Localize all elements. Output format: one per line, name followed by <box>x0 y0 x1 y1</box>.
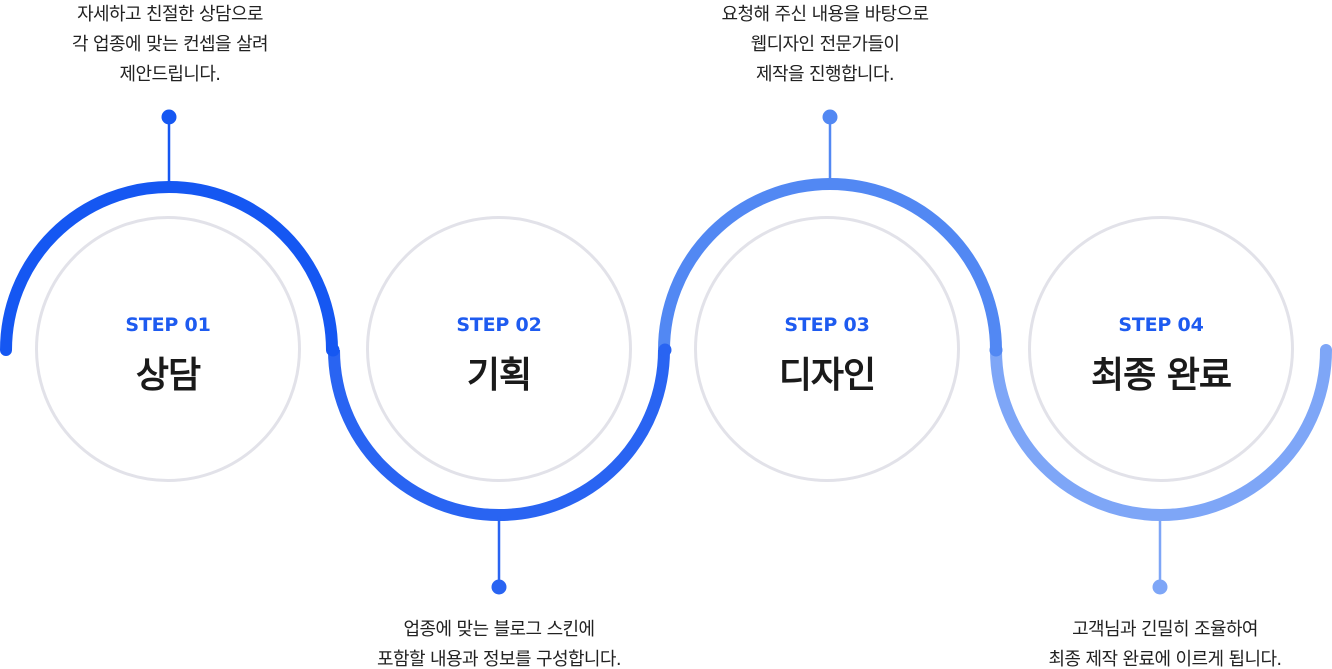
step-title: 기획 <box>466 355 532 396</box>
description-line: 각 업종에 맞는 컨셉을 살려 <box>71 34 269 55</box>
description-line: 웹디자인 전문가들이 <box>750 34 900 55</box>
description-line: 요청해 주신 내용을 바탕으로 <box>721 4 929 25</box>
step-title: 디자인 <box>778 355 876 396</box>
step-circle-4: STEP 04 최종 완료 <box>1028 216 1294 482</box>
description-line: 최종 제작 완료에 이르게 됩니다. <box>1048 649 1282 669</box>
description-line: 업종에 맞는 블로그 스킨에 <box>403 619 596 640</box>
description-line: 고객님과 긴밀히 조율하여 <box>1072 619 1258 640</box>
wave-segment-2 <box>328 349 670 521</box>
step-label: STEP 04 <box>1118 314 1204 336</box>
wave-segment-1 <box>0 181 338 356</box>
step-label: STEP 01 <box>125 314 211 336</box>
description-line: 제작을 진행합니다. <box>756 64 895 85</box>
wave-segment-4 <box>990 344 1332 521</box>
description-line: 자세하고 친절한 상담으로 <box>77 4 263 25</box>
connector-dot-4 <box>1152 579 1168 595</box>
step-circle-1: STEP 01 상담 <box>35 216 301 482</box>
wave-segment-3 <box>658 178 1002 351</box>
step-circle-3: STEP 03 디자인 <box>694 216 960 482</box>
connector-dot-1 <box>161 109 177 125</box>
junction-dot <box>658 343 672 357</box>
step-title: 상담 <box>135 355 201 396</box>
step-description-4: 고객님과 긴밀히 조율하여 최종 제작 완료에 이르게 됩니다. <box>995 615 1332 669</box>
description-line: 포함할 내용과 정보를 구성합니다. <box>377 649 622 669</box>
step-label: STEP 03 <box>784 314 870 336</box>
step-circle-2: STEP 02 기획 <box>366 216 632 482</box>
step-label: STEP 02 <box>456 314 542 336</box>
step-description-2: 업종에 맞는 블로그 스킨에 포함할 내용과 정보를 구성합니다. <box>329 615 669 669</box>
junction-dot <box>326 343 340 357</box>
description-line: 제안드립니다. <box>119 64 221 85</box>
connector-dot-3 <box>822 109 838 125</box>
junction-dot <box>989 343 1003 357</box>
connector-dot-2 <box>491 579 507 595</box>
step-description-3: 요청해 주신 내용을 바탕으로 웹디자인 전문가들이 제작을 진행합니다. <box>655 0 995 90</box>
step-title: 최종 완료 <box>1090 355 1232 396</box>
step-description-1: 자세하고 친절한 상담으로 각 업종에 맞는 컨셉을 살려 제안드립니다. <box>0 0 340 90</box>
